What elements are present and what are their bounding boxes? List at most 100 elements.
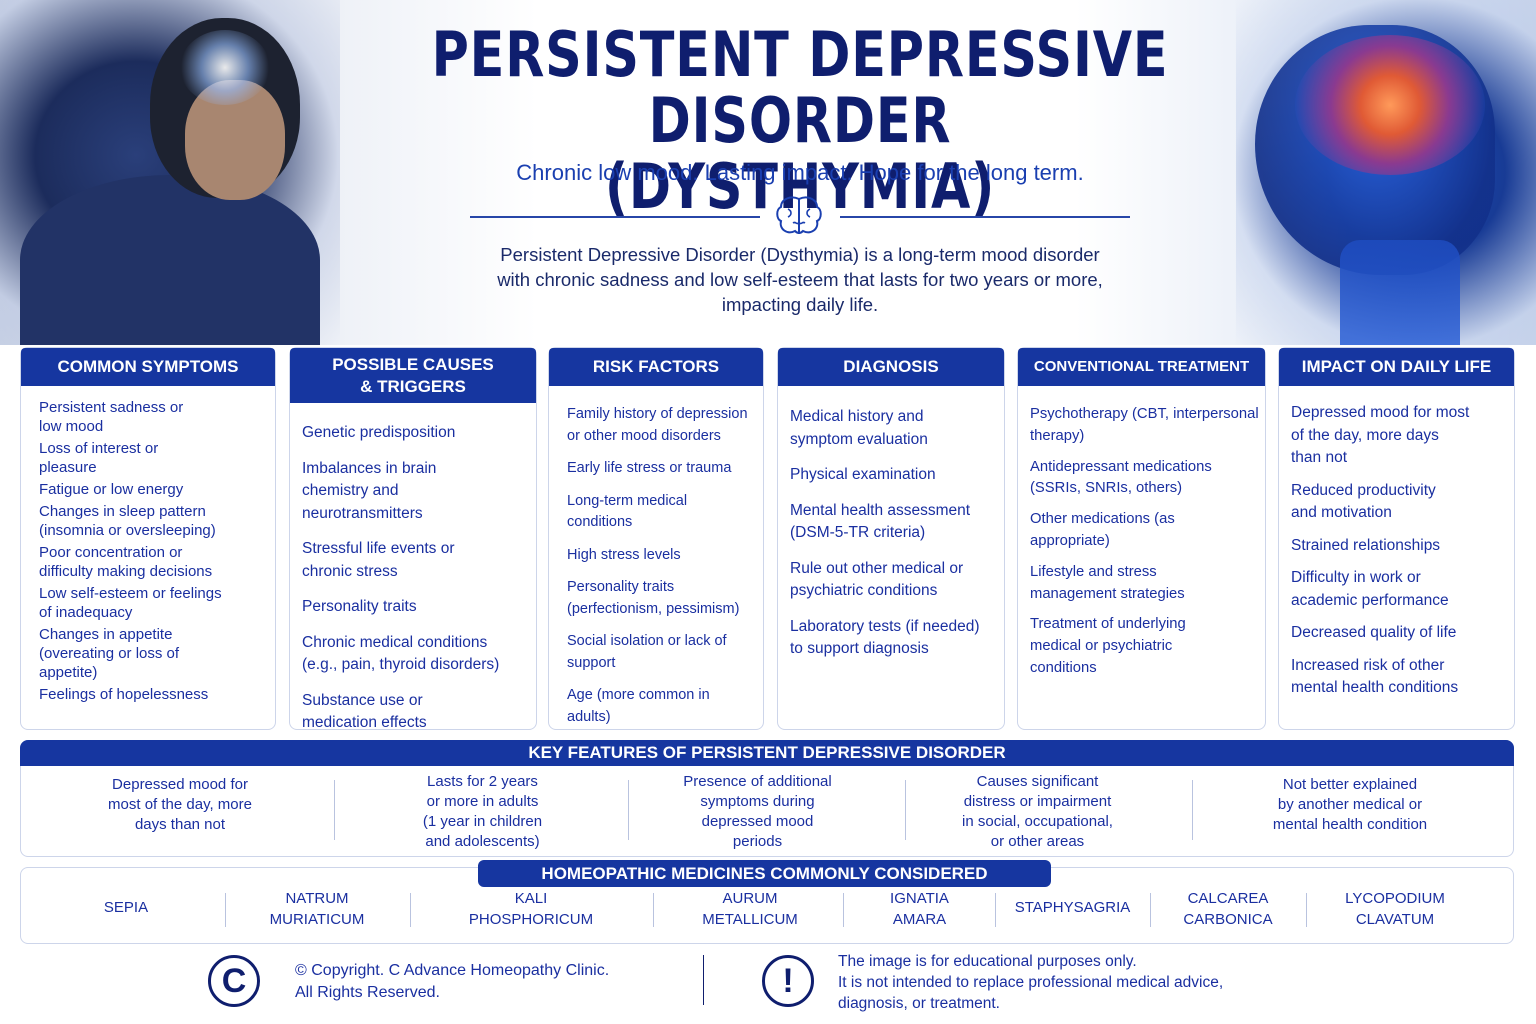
intro-line-3: impacting daily life.	[721, 294, 879, 315]
list-item-line: pleasure	[39, 459, 97, 476]
list-item-line: Poor concentration or	[39, 544, 183, 561]
brain-icon	[776, 196, 822, 235]
list-item-line: (SSRIs, SNRIs, others)	[1030, 480, 1183, 497]
remedy-line: KALI	[514, 890, 548, 907]
list-item-line: Substance use or	[302, 691, 423, 709]
glowing-brain-icon	[180, 30, 270, 105]
disclaimer-line-1: The image is for educational purposes on…	[838, 953, 1137, 970]
list-item-line: Genetic predisposition	[302, 424, 456, 441]
list-item-line: (insomnia or oversleeping)	[39, 522, 216, 539]
list-item-line: Antidepressant medications	[1030, 458, 1212, 475]
key-feature-line: symptoms during	[700, 793, 815, 810]
sad-woman-illustration	[0, 0, 340, 345]
card-title-line: & TRIGGERS	[360, 376, 466, 396]
card-title-line: DIAGNOSIS	[843, 357, 939, 376]
list-item-line: Chronic medical conditions	[302, 633, 488, 651]
list-item-line: medical or psychiatric	[1030, 638, 1173, 655]
card-title: RISK FACTORS	[549, 348, 763, 386]
list-item-line: Difficulty in work or	[1291, 569, 1421, 586]
list-item-line: Early life stress or trauma	[567, 460, 732, 476]
remedy-separator	[653, 893, 654, 927]
list-item-line: Loss of interest or	[39, 440, 159, 457]
card-title-line: COMMON SYMPTOMS	[57, 357, 239, 376]
list-item-line: mental health conditions	[1291, 679, 1459, 696]
list-item-line: Personality traits	[567, 579, 675, 595]
remedy-line: METALLICUM	[702, 911, 798, 928]
key-feature-line: or more in adults	[426, 793, 539, 810]
list-item-line: academic performance	[1291, 591, 1449, 609]
intro-line-2: with chronic sadness and low self-esteem…	[497, 269, 1103, 290]
list-item-line: Increased risk of other	[1291, 656, 1445, 674]
remedy-line: AMARA	[892, 911, 947, 928]
card-title: CONVENTIONAL TREATMENT	[1018, 348, 1265, 386]
key-feature-line: Depressed mood for	[112, 776, 248, 793]
list-item: Mental health assessment(DSM-5-TR criter…	[790, 500, 1004, 545]
remedy-separator	[843, 893, 844, 927]
disclaimer-line-2: It is not intended to replace profession…	[838, 974, 1224, 991]
card-title-text: RISK FACTORS	[593, 356, 719, 378]
list-item-line: of the day, more days	[1291, 426, 1439, 444]
list-item-line: management strategies	[1030, 585, 1185, 602]
key-features-title: KEY FEATURES OF PERSISTENT DEPRESSIVE DI…	[20, 740, 1514, 766]
key-feature-line: (1 year in children	[422, 813, 543, 830]
warning-icon: !	[762, 955, 814, 1007]
list-item-line: (e.g., pain, thyroid disorders)	[302, 656, 500, 673]
list-item-line: appropriate)	[1030, 532, 1110, 549]
list-item: Antidepressant medications (SSRIs, SNRIs,…	[1030, 457, 1265, 501]
card-title-text: CONVENTIONAL TREATMENT	[1034, 356, 1249, 378]
list-item-line: Physical examination	[790, 466, 936, 483]
list-item-line: Rule out other medical or	[790, 559, 964, 577]
remedy-line: NATRUM	[285, 890, 349, 907]
list-item: Personality traits	[302, 596, 536, 619]
copyright-icon: C	[208, 955, 260, 1007]
info-card: POSSIBLE CAUSES& TRIGGERS Genetic predisp…	[289, 347, 537, 731]
list-item-line: Social isolation or lack of	[567, 633, 727, 649]
tagline: Chronic low mood. Lasting impact. Hope f…	[516, 160, 1084, 185]
card-title-line: IMPACT ON DAILY LIFE	[1301, 357, 1492, 376]
list-item-line: Mental health assessment	[790, 501, 971, 519]
homeopathy-panel	[20, 867, 1514, 944]
remedy-name: SEPIA	[46, 897, 206, 918]
intro-line-1: Persistent Depressive Disorder (Dysthymi…	[500, 244, 1100, 265]
list-item-line: adults)	[567, 708, 611, 725]
card-title-text: COMMON SYMPTOMS	[57, 356, 238, 378]
remedy-line: CALCAREA	[1187, 890, 1269, 907]
list-item-line: Long-term medical	[567, 492, 688, 509]
divider-left	[470, 216, 760, 218]
list-item: Increased risk of other mental health con…	[1291, 655, 1514, 700]
list-item: Strained relationships	[1291, 535, 1514, 558]
list-item: High stress levels	[567, 545, 763, 567]
list-item-line: low mood	[39, 418, 104, 435]
remedy-line: CLAVATUM	[1355, 911, 1435, 928]
list-item-line: Persistent sadness or	[39, 399, 184, 416]
list-item: Genetic predisposition	[302, 422, 536, 445]
intro-text: Persistent Depressive Disorder (Dysthymi…	[460, 242, 1140, 317]
remedy-line: AURUM	[722, 890, 778, 907]
list-item-line: Medical history and	[790, 408, 924, 425]
copyright-line-2: All Rights Reserved.	[295, 984, 440, 1001]
list-item-line: Stressful life events or	[302, 540, 455, 557]
list-item: Chronic medical conditions (e.g., pain, t…	[302, 632, 536, 677]
list-item-line: neurotransmitters	[302, 504, 423, 522]
key-feature-line: Causes significant	[976, 773, 1099, 790]
list-item: Physical examination	[790, 464, 1004, 487]
list-item-line: Reduced productivity	[1291, 481, 1436, 499]
list-item: Changes in sleep pattern(insomnia or ove…	[39, 502, 275, 540]
card-title-line: POSSIBLE CAUSES	[332, 354, 494, 374]
key-feature-line: and adolescents)	[425, 833, 540, 850]
